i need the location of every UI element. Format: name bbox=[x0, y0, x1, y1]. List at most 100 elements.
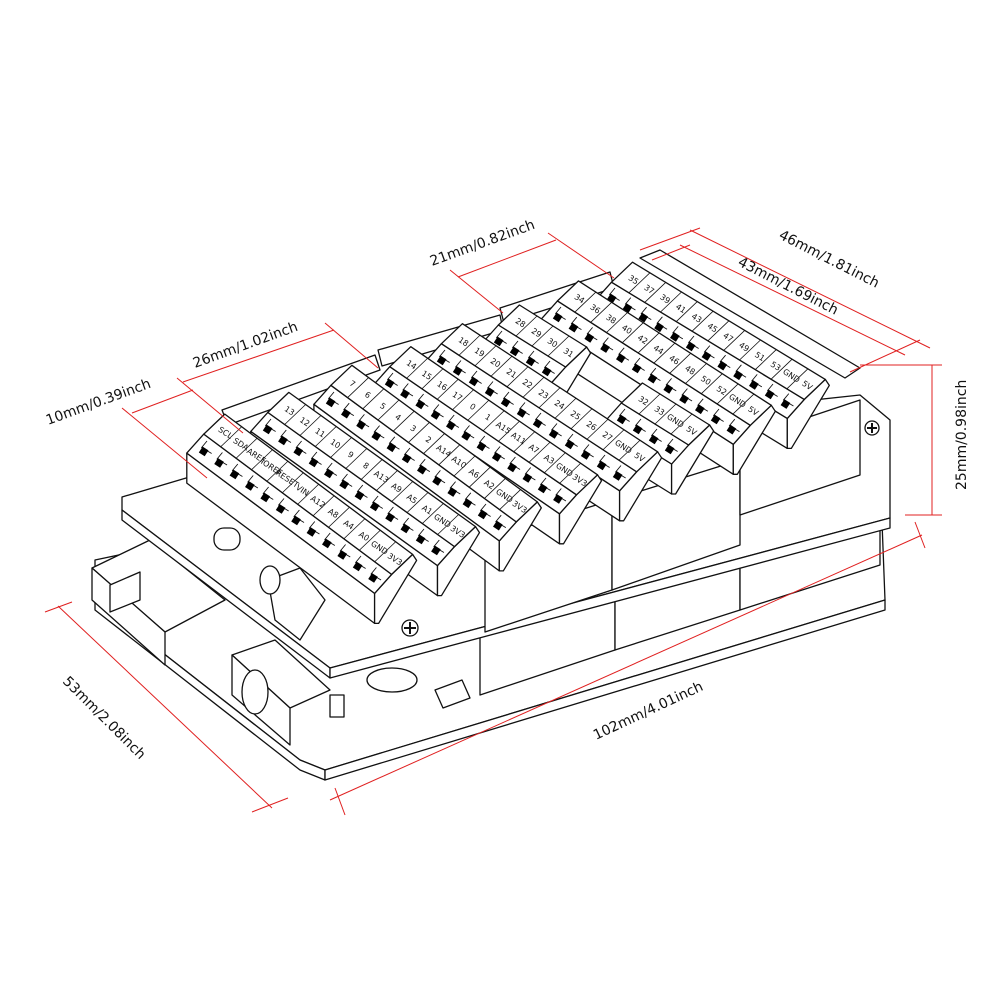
screw-terminal-icon bbox=[275, 504, 286, 514]
screw-terminal-icon bbox=[552, 312, 563, 323]
screw-terminal-icon bbox=[291, 515, 301, 526]
screw-terminal-icon bbox=[385, 512, 395, 523]
pin-label: 0 bbox=[468, 402, 477, 412]
screw-terminal-icon bbox=[710, 414, 721, 425]
screw-terminal-icon bbox=[452, 366, 463, 376]
terminal-clamp bbox=[703, 345, 715, 359]
terminal-clamp bbox=[719, 354, 731, 369]
screw-terminal-icon bbox=[308, 457, 319, 468]
dim-21mm: 21mm/0.82inch bbox=[428, 217, 537, 270]
screw-terminal-icon bbox=[616, 353, 626, 364]
terminal-clamp bbox=[308, 521, 320, 535]
screw-terminal-icon bbox=[356, 420, 366, 430]
terminal-clamp bbox=[665, 378, 677, 392]
terminal-clamp bbox=[666, 438, 678, 452]
terminal-clamp bbox=[454, 360, 466, 374]
terminal-clamp bbox=[782, 393, 794, 407]
terminal-clamp bbox=[433, 539, 445, 553]
usb-connector bbox=[91, 539, 226, 666]
screw-terminal-icon bbox=[245, 481, 255, 491]
screw-terminal-icon bbox=[446, 420, 456, 431]
screw-terminal-icon bbox=[701, 351, 712, 361]
terminal-clamp bbox=[386, 372, 398, 386]
terminal-clamp bbox=[372, 495, 383, 509]
terminal-clamp bbox=[438, 349, 450, 363]
terminal-clamp bbox=[419, 458, 431, 473]
terminal-clamp bbox=[633, 357, 645, 371]
mounting-screw-icon bbox=[401, 420, 880, 637]
terminal-clamp bbox=[766, 383, 778, 397]
screw-terminal-icon bbox=[596, 460, 607, 471]
terminal-clamp bbox=[586, 327, 598, 341]
terminal-clamp bbox=[434, 470, 446, 484]
screw-terminal-icon bbox=[695, 404, 705, 415]
screw-terminal-icon bbox=[369, 501, 380, 512]
screw-terminal-icon bbox=[648, 434, 659, 445]
screw-terminal-icon bbox=[476, 441, 487, 452]
pin-label: 2 bbox=[424, 435, 433, 445]
terminal-clamp bbox=[277, 498, 289, 512]
screw-terminal-icon bbox=[339, 479, 349, 490]
screw-terminal-icon bbox=[278, 435, 288, 446]
pin-label: 6 bbox=[363, 390, 372, 400]
screw-terminal-icon bbox=[337, 550, 348, 560]
terminal-clamp bbox=[618, 408, 630, 422]
screw-terminal-icon bbox=[507, 462, 517, 473]
terminal-clamp bbox=[402, 383, 414, 397]
terminal-clamp bbox=[354, 555, 366, 569]
screw-terminal-icon bbox=[198, 446, 209, 457]
terminal-clamp bbox=[280, 429, 292, 443]
terminal-clamp bbox=[735, 364, 747, 378]
terminal-clamp bbox=[494, 446, 505, 460]
terminal-clamp bbox=[618, 347, 630, 361]
terminal-clamp bbox=[327, 391, 339, 405]
terminal-clamp bbox=[216, 452, 228, 466]
terminal-clamp bbox=[293, 509, 305, 523]
screw-terminal-icon bbox=[537, 483, 548, 494]
dimension-lines bbox=[44, 227, 942, 816]
screw-terminal-icon bbox=[580, 450, 591, 460]
screw-terminal-icon bbox=[664, 444, 675, 455]
screw-terminal-icon bbox=[461, 431, 471, 441]
terminal-clamp bbox=[464, 492, 476, 506]
terminal-clamp bbox=[495, 330, 507, 344]
screw-terminal-icon bbox=[260, 492, 271, 503]
screw-terminal-icon bbox=[749, 380, 759, 390]
terminal-clamp bbox=[417, 528, 429, 542]
terminal-clamp bbox=[403, 447, 415, 461]
terminal-clamp bbox=[511, 340, 523, 354]
pin-label: 5 bbox=[378, 401, 387, 411]
screw-terminal-icon bbox=[386, 442, 397, 453]
screw-terminal-icon bbox=[432, 476, 442, 486]
screw-terminal-icon bbox=[400, 523, 411, 534]
screw-terminal-icon bbox=[306, 527, 317, 537]
screw-terminal-icon bbox=[600, 343, 610, 353]
pin-label: 4 bbox=[393, 412, 402, 422]
screw-terminal-icon bbox=[468, 376, 479, 387]
terminal-clamp bbox=[650, 428, 662, 442]
screw-terminal-icon bbox=[262, 424, 273, 435]
screw-terminal-icon bbox=[484, 387, 495, 397]
pin-label: 9 bbox=[346, 450, 355, 460]
screw-terminal-icon bbox=[493, 520, 503, 531]
screw-terminal-icon bbox=[462, 498, 473, 509]
screw-terminal-icon bbox=[430, 410, 441, 420]
screw-terminal-icon bbox=[491, 452, 502, 462]
screw-terminal-icon bbox=[568, 322, 579, 333]
terminal-clamp bbox=[247, 475, 259, 489]
pin-label: 3 bbox=[409, 424, 418, 434]
dim-25mm: 25mm/0.98inch bbox=[954, 380, 970, 490]
terminal-clamp bbox=[262, 486, 274, 500]
terminal-clamp bbox=[681, 388, 693, 402]
screw-terminal-icon bbox=[548, 429, 559, 439]
terminal-clamp bbox=[470, 370, 482, 384]
terminal-clamp bbox=[534, 412, 546, 426]
screw-terminal-icon bbox=[654, 322, 664, 333]
screw-terminal-icon bbox=[780, 399, 791, 409]
screw-terminal-icon bbox=[384, 378, 395, 389]
terminal-clamp bbox=[358, 414, 370, 428]
screw-terminal-icon bbox=[764, 389, 775, 400]
terminal-clamp bbox=[582, 444, 594, 458]
screw-terminal-icon bbox=[532, 418, 543, 429]
